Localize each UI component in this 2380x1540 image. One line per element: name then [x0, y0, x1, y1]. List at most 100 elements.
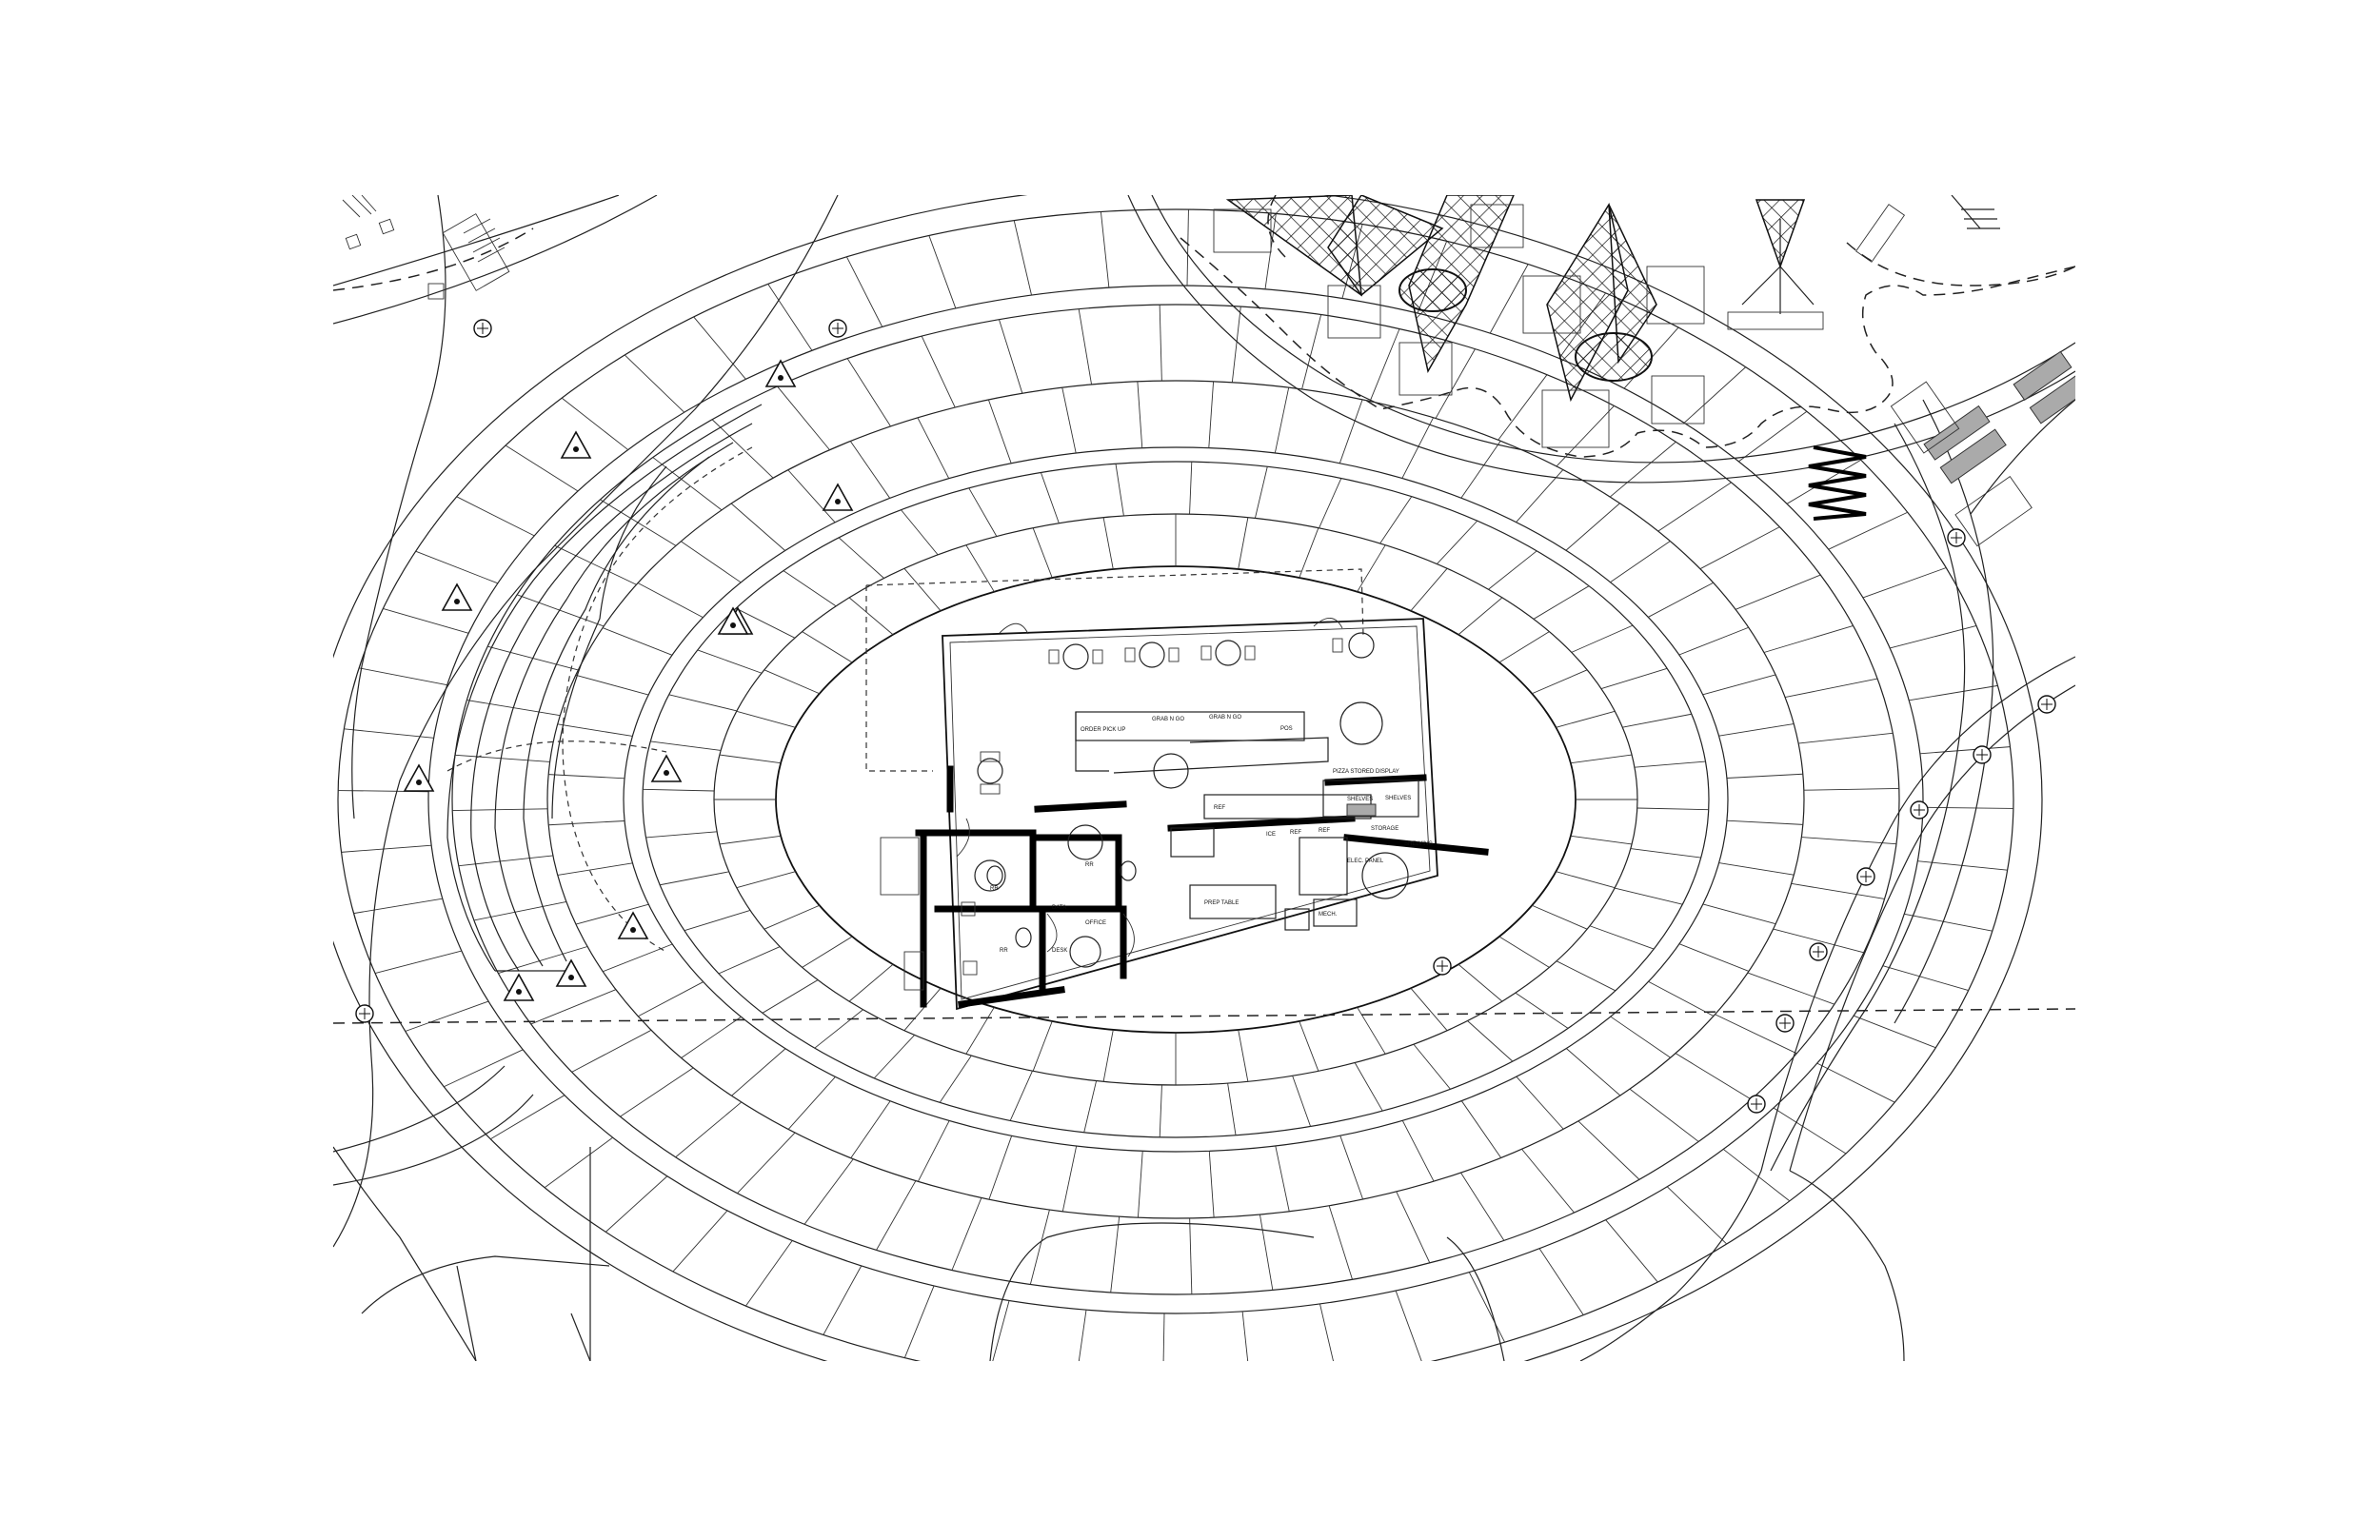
- paving-joint: [415, 550, 498, 584]
- paving-joint: [1460, 1172, 1505, 1241]
- paving-joint: [1577, 1120, 1640, 1180]
- paving-joint: [359, 667, 447, 686]
- paving-joint: [1610, 1016, 1671, 1058]
- paving-joint: [903, 1285, 935, 1358]
- paving-joint: [603, 943, 673, 973]
- spring-fence-icon: [1808, 445, 1867, 521]
- paving-joint: [1498, 936, 1550, 968]
- paving-joint: [1189, 1217, 1193, 1294]
- playground-area: [1127, 195, 2075, 484]
- survey-line: [333, 1008, 2075, 1024]
- paving-joint: [992, 1300, 1010, 1361]
- paving-joint: [444, 1049, 524, 1088]
- paving-joint: [1726, 819, 1803, 825]
- paving-joint: [650, 740, 722, 751]
- paving-joint: [1339, 399, 1363, 464]
- paving-joint: [1718, 862, 1795, 876]
- circle-cross-lines: [1951, 532, 1962, 543]
- paving-joint: [1630, 848, 1701, 859]
- paving-joint: [876, 1180, 917, 1251]
- circle-cross-lines: [1751, 1098, 1762, 1110]
- paving-joint: [711, 419, 774, 479]
- paving-joint: [737, 1132, 796, 1194]
- paving-joint: [951, 1197, 982, 1271]
- paving-joint: [1189, 462, 1193, 515]
- label-desk: DESK: [1052, 948, 1067, 954]
- paving-joint: [1379, 496, 1413, 544]
- paving-joint: [1726, 773, 1803, 779]
- label-shelving: SHELVING: [1404, 841, 1433, 847]
- paving-joint: [1208, 1151, 1215, 1218]
- paving-joint: [1882, 965, 1969, 992]
- paving-joint: [1013, 220, 1032, 296]
- paving-joint: [1396, 1191, 1431, 1264]
- triangle-light-icon: [822, 483, 854, 511]
- paving-joint: [1904, 913, 1993, 932]
- paving-joint: [1227, 1083, 1237, 1135]
- paving-joint: [684, 909, 751, 932]
- triangle-light-dot: [630, 927, 636, 933]
- paving-joint: [1791, 882, 1885, 899]
- triangle-light-icon: [560, 430, 592, 459]
- paving-joint: [1238, 517, 1249, 570]
- canopy-outline: [865, 568, 1364, 772]
- paving-joint: [1565, 1048, 1621, 1096]
- paving-joint: [660, 871, 729, 886]
- paving-joint: [681, 1016, 742, 1058]
- paving-joint: [1458, 963, 1503, 1002]
- paving-joint: [1301, 314, 1322, 390]
- paving-joint: [557, 723, 633, 737]
- paving-joint: [803, 1158, 854, 1225]
- paving-joint: [561, 397, 629, 450]
- paving-joint: [1274, 387, 1290, 454]
- paving-joint: [1040, 472, 1060, 523]
- paving-joint: [1259, 1214, 1274, 1291]
- triangle-light-icon: [717, 606, 749, 635]
- triangle-light-icon: [764, 359, 797, 387]
- paving-joint: [1532, 669, 1588, 695]
- paving-joint: [1797, 732, 1894, 744]
- paving-joint: [901, 509, 939, 556]
- bench-1: [1923, 405, 2007, 484]
- paving-joint: [903, 568, 942, 612]
- paving-joint: [1083, 1080, 1098, 1133]
- label-grab-n-go-1: GRAB N GO: [1152, 717, 1184, 722]
- paving-joint: [719, 835, 782, 845]
- triangle-light-icon: [617, 911, 649, 939]
- paving-joint: [1773, 928, 1864, 954]
- paving-joint: [988, 1135, 1013, 1200]
- paving-joint: [1354, 1062, 1383, 1112]
- paving-joint: [745, 1240, 793, 1307]
- label-office: OFFICE: [1085, 920, 1106, 926]
- triangle-light-dot: [416, 780, 422, 785]
- paving-joint: [1100, 211, 1110, 288]
- paving-joint: [672, 1210, 728, 1273]
- paving-joint: [1115, 464, 1124, 516]
- triangle-light-dot: [573, 446, 579, 452]
- paving-joint: [718, 946, 781, 975]
- paving-joint: [1702, 903, 1776, 925]
- triangle-light-dot: [454, 599, 460, 604]
- paving-joint: [490, 1095, 565, 1140]
- paving-joint: [455, 754, 550, 762]
- paving-joint: [1922, 806, 2013, 809]
- paving-joint: [1917, 860, 2008, 871]
- paving-joint: [1614, 887, 1683, 905]
- paving-joint: [505, 444, 579, 492]
- label-grab-n-go-2: GRAB N GO: [1209, 715, 1241, 721]
- circle-cross-lines: [1779, 1017, 1791, 1029]
- paving-joint: [473, 900, 567, 921]
- paving-joint: [602, 627, 673, 656]
- paving-joint: [1328, 1205, 1353, 1280]
- label-order-pickup: ORDER PICK UP: [1081, 727, 1125, 733]
- paving-joint: [697, 649, 763, 674]
- paving-joint: [1773, 1107, 1847, 1155]
- paving-joint: [1532, 904, 1588, 930]
- paving-joint: [456, 496, 535, 537]
- plaza-rings: [333, 195, 2043, 1361]
- triangle-light-icon: [503, 973, 535, 1001]
- radial-paving-joints: [338, 209, 2013, 1361]
- paving-joint: [1413, 1043, 1451, 1090]
- play-net-2: [1575, 332, 1653, 382]
- paving-joint: [1238, 1029, 1249, 1082]
